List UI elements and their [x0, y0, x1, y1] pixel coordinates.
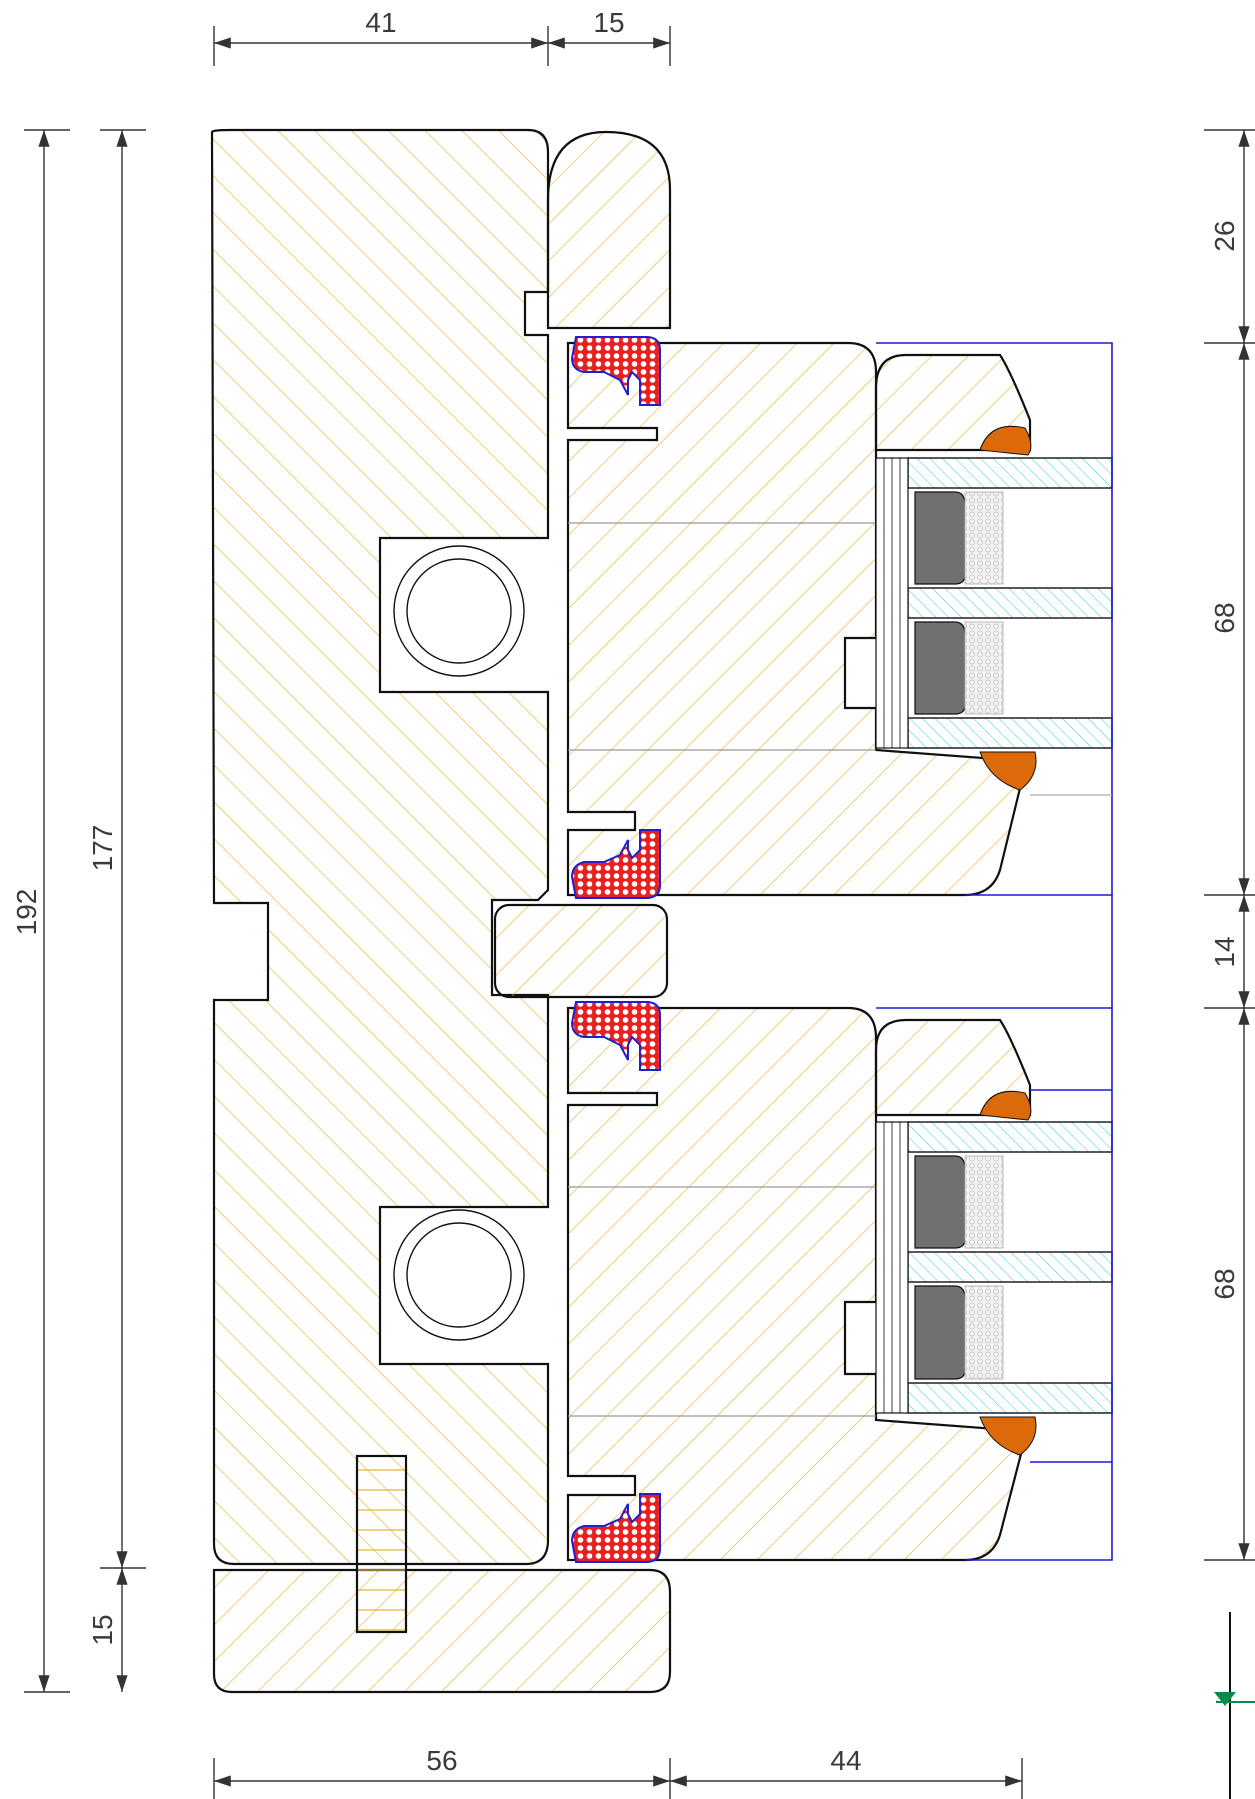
lower-glass-pane-middle — [907, 1251, 1113, 1283]
lower-spacer-1 — [914, 1155, 966, 1249]
dim-left-bottom: 15 — [87, 1568, 128, 1692]
dim-label-right-gap: 14 — [1209, 936, 1240, 967]
lower-seal-bottom — [570, 1493, 661, 1563]
lower-desiccant-1 — [964, 1155, 1004, 1249]
dim-label-top-left: 41 — [365, 7, 396, 38]
outer-frame-profile — [210, 128, 550, 1566]
dim-label-bottom-right: 44 — [830, 1745, 861, 1776]
bottom-sill — [212, 1568, 672, 1694]
upper-spacer-1 — [914, 491, 966, 585]
upper-desiccant-2 — [964, 621, 1004, 715]
upper-glazing-bead — [874, 353, 1032, 452]
upper-desiccant-1 — [964, 491, 1004, 585]
upper-gasket-outer — [979, 425, 1032, 456]
lower-gasket-outer — [979, 1090, 1032, 1121]
lower-glass-unit — [875, 1121, 1113, 1414]
dim-right: 26 68 14 68 — [1204, 129, 1255, 1561]
lower-glazing-bead — [874, 1018, 1032, 1117]
upper-glass-pane-middle — [907, 587, 1113, 619]
top-glazing-bead — [546, 130, 672, 330]
frame-outline — [876, 342, 1113, 1561]
dim-label-right-upper: 68 — [1209, 602, 1240, 633]
upper-gasket-inner — [979, 751, 1037, 791]
lower-seal-top — [570, 1001, 661, 1071]
dim-label-left-bottom: 15 — [87, 1614, 118, 1645]
dim-label-left-total: 192 — [11, 889, 42, 936]
lower-sash-profile — [566, 1006, 1024, 1562]
upper-spacer-2 — [914, 621, 966, 715]
dim-top-left: 41 — [213, 7, 549, 66]
dim-bottom: 56 44 — [213, 1745, 1023, 1799]
upper-glass-unit — [875, 457, 1113, 749]
pipe-upper — [393, 545, 525, 677]
lower-gasket-inner — [979, 1416, 1037, 1456]
dim-left-total: 192 — [11, 129, 70, 1693]
upper-glass-pane-inner — [907, 717, 1113, 749]
dim-label-right-lower: 68 — [1209, 1268, 1240, 1299]
locking-cam — [355, 1454, 408, 1634]
lower-desiccant-2 — [964, 1285, 1004, 1380]
upper-glass-pane-outer — [907, 457, 1113, 489]
upper-seal-bottom — [570, 829, 661, 899]
upper-sash-profile — [566, 341, 1024, 897]
pipe-lower — [393, 1209, 525, 1341]
dim-label-top-right: 15 — [593, 7, 624, 38]
upper-seal-top — [570, 336, 661, 406]
level-marker — [1214, 1612, 1255, 1799]
dim-left-inner: 177 — [87, 129, 146, 1569]
dim-label-left-inner: 177 — [87, 825, 118, 872]
lower-glass-pane-outer — [907, 1121, 1113, 1153]
dim-label-bottom-left: 56 — [426, 1745, 457, 1776]
dim-label-right-top: 26 — [1209, 220, 1240, 251]
lower-glass-pane-inner — [907, 1382, 1113, 1414]
dim-top-right: 15 — [548, 7, 671, 66]
middle-mullion — [493, 903, 669, 999]
lower-spacer-2 — [914, 1285, 966, 1380]
